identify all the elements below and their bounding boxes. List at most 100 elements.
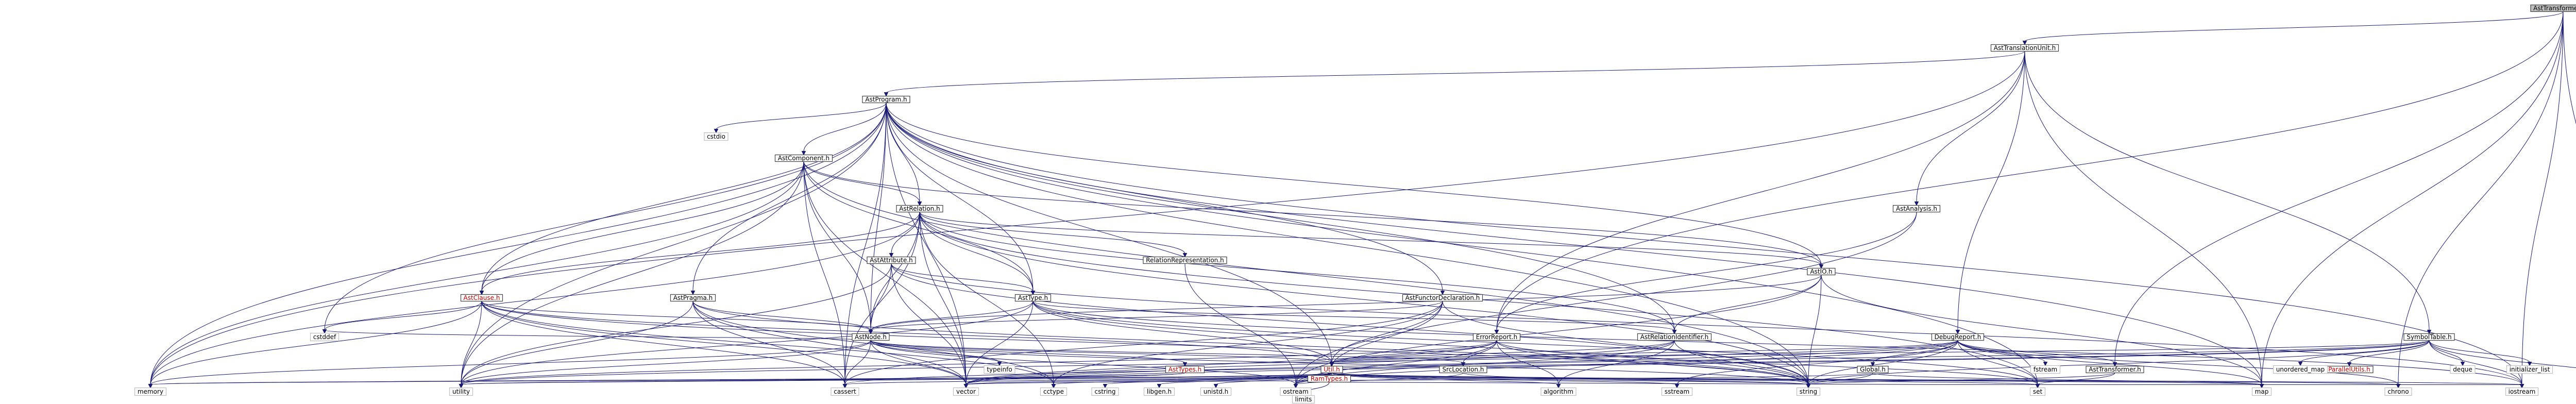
node-cstdio: cstdio: [704, 132, 728, 141]
node-astnode-h[interactable]: AstNode.h: [852, 333, 890, 341]
node-parallelutils-h[interactable]: ParallelUtils.h: [2325, 365, 2374, 374]
node-box: [862, 95, 910, 104]
node-label: SymbolTable.h: [2406, 333, 2451, 341]
node-box: [2530, 4, 2576, 12]
edge-asttranslationunit-h-to-debugreport-h: [1955, 51, 2025, 334]
node-relationrepresentation-h[interactable]: RelationRepresentation.h: [1143, 256, 1227, 264]
node-astprogram-h[interactable]: AstProgram.h: [862, 95, 910, 104]
node-astrelationidentifier-h[interactable]: AstRelationIdentifier.h: [1637, 333, 1712, 341]
edge-astprogram-h-to-astnode-h: [868, 103, 887, 334]
node-util-h[interactable]: Util.h: [1320, 365, 1343, 374]
node-ramtypes-h[interactable]: RamTypes.h: [1307, 375, 1351, 383]
node-box: [1091, 387, 1119, 396]
edge-astprogram-h-to-string: [886, 103, 1811, 389]
node-box: [1931, 333, 1985, 341]
node-box: [2251, 387, 2272, 396]
edge-astprogram-h-to-astio-h: [886, 103, 1824, 269]
node-box: [1796, 387, 1821, 396]
edge-asttranslationunit-h-to-symboltable-h: [2024, 51, 2432, 334]
node-label: AstProgram.h: [865, 96, 907, 103]
node-label: cstdio: [707, 133, 725, 140]
node-box: [1165, 365, 1205, 374]
node-box: [1402, 294, 1483, 302]
node-label: cctype: [1043, 388, 1064, 395]
edge-asttransformer-cpp-to-iostream: [2519, 11, 2564, 389]
node-label: ostream: [1283, 388, 1308, 395]
edge-astrelation-h-to-relationrepresentation-h: [919, 212, 1188, 258]
edge-astprogram-h-to-astfunctordeclaration-h: [886, 103, 1445, 295]
node-label: chrono: [2387, 388, 2409, 395]
node-box: [1472, 333, 1521, 341]
node-label: cassert: [834, 388, 856, 395]
edge-util-h-to-memory: [148, 373, 1332, 389]
node-errorreport-h[interactable]: ErrorReport.h: [1472, 333, 1521, 341]
node-chrono: chrono: [2384, 387, 2412, 396]
node-box: [1143, 387, 1175, 396]
node-astattribute-h[interactable]: AstAttribute.h: [867, 256, 916, 264]
node-label: AstNode.h: [855, 333, 887, 341]
edge-astpragma-h-to-vector: [692, 301, 969, 389]
node-box: [1807, 267, 1836, 276]
node-box: [1439, 365, 1487, 374]
node-label: AstAttribute.h: [870, 257, 913, 264]
node-box: [2030, 365, 2061, 374]
node-box: [774, 154, 833, 162]
node-cstddef: cstddef: [310, 332, 340, 342]
edge-asttransformer-h-to-set: [2035, 373, 2115, 389]
node-label: AstComponent.h: [778, 155, 829, 162]
edge-symboltable-h-to-deque: [2429, 340, 2465, 366]
edge-astprogram-h-to-astcomponent-h: [801, 103, 887, 156]
node-label: ParallelUtils.h: [2328, 366, 2370, 373]
node-label: Global.h: [1860, 366, 1886, 373]
node-box: [1990, 44, 2059, 52]
node-box: [1307, 375, 1351, 383]
edge-debugreport-h-to-global-h: [1870, 340, 1958, 367]
node-label: set: [2033, 388, 2043, 395]
node-box: [867, 256, 916, 264]
node-label: cstring: [1094, 388, 1115, 395]
edge-astprogram-h-to-util-h: [886, 103, 1334, 367]
node-asttransformer-h[interactable]: AstTransformer.h: [2086, 365, 2144, 374]
edge-astnode-h-to-typeinfo: [870, 340, 1002, 366]
node-astfunctordeclaration-h[interactable]: AstFunctorDeclaration.h: [1402, 294, 1483, 302]
node-box: [310, 332, 340, 342]
dependency-edges: [148, 11, 2576, 396]
node-astanalysis-h[interactable]: AstAnalysis.h: [1892, 205, 1941, 213]
node-astrelation-h[interactable]: AstRelation.h: [896, 205, 943, 213]
edge-astrelation-h-to-asttype-h: [919, 212, 1036, 295]
node-limits: limits: [1292, 395, 1315, 404]
node-srclocation-h[interactable]: SrcLocation.h: [1439, 365, 1487, 374]
node-asttypes-h[interactable]: AstTypes.h: [1165, 365, 1205, 374]
node-astpragma-h[interactable]: AstPragma.h: [670, 294, 716, 302]
edge-asttransformer-cpp-to-errorreport-h: [1494, 11, 2564, 334]
node-debugreport-h[interactable]: DebugReport.h: [1931, 333, 1985, 341]
node-astio-h[interactable]: AstIO.h: [1807, 267, 1836, 276]
node-symboltable-h[interactable]: SymbolTable.h: [2403, 333, 2455, 341]
node-box: [896, 205, 943, 213]
edge-asttransformer-cpp-to-asttranslationunit-h: [2022, 11, 2564, 45]
node-label: DebugReport.h: [1935, 333, 1981, 341]
node-asttype-h[interactable]: AstType.h: [1014, 294, 1052, 302]
node-astcomponent-h[interactable]: AstComponent.h: [774, 154, 833, 162]
node-asttranslationunit-h[interactable]: AstTranslationUnit.h: [1990, 44, 2059, 52]
node-box: [134, 387, 167, 396]
node-label: initializer_list: [2510, 366, 2550, 373]
node-astclause-h[interactable]: AstClause.h: [460, 294, 503, 302]
edge-debugreport-h-to-utility: [459, 340, 1958, 389]
node-label: unistd.h: [1204, 388, 1229, 395]
edge-astrelation-h-to-memory: [148, 212, 920, 389]
node-deque: deque: [2450, 365, 2476, 374]
node-label: typeinfo: [987, 366, 1012, 373]
node-box: [1143, 256, 1227, 264]
edge-asttranslationunit-h-to-errorreport-h: [1494, 51, 2025, 334]
edge-asttranslationunit-h-to-memory: [148, 51, 2025, 389]
node-label: AstTranslationUnit.h: [1994, 44, 2056, 52]
node-label: sstream: [1665, 388, 1689, 395]
edge-asttype-h-to-astrelationidentifier-h: [1032, 301, 1677, 334]
node-box: [670, 294, 716, 302]
edge-astpragma-h-to-cassert: [692, 301, 848, 389]
node-box: [831, 387, 859, 396]
node-global-h[interactable]: Global.h: [1857, 365, 1889, 374]
edge-astprogram-h-to-cstddef: [322, 103, 887, 334]
